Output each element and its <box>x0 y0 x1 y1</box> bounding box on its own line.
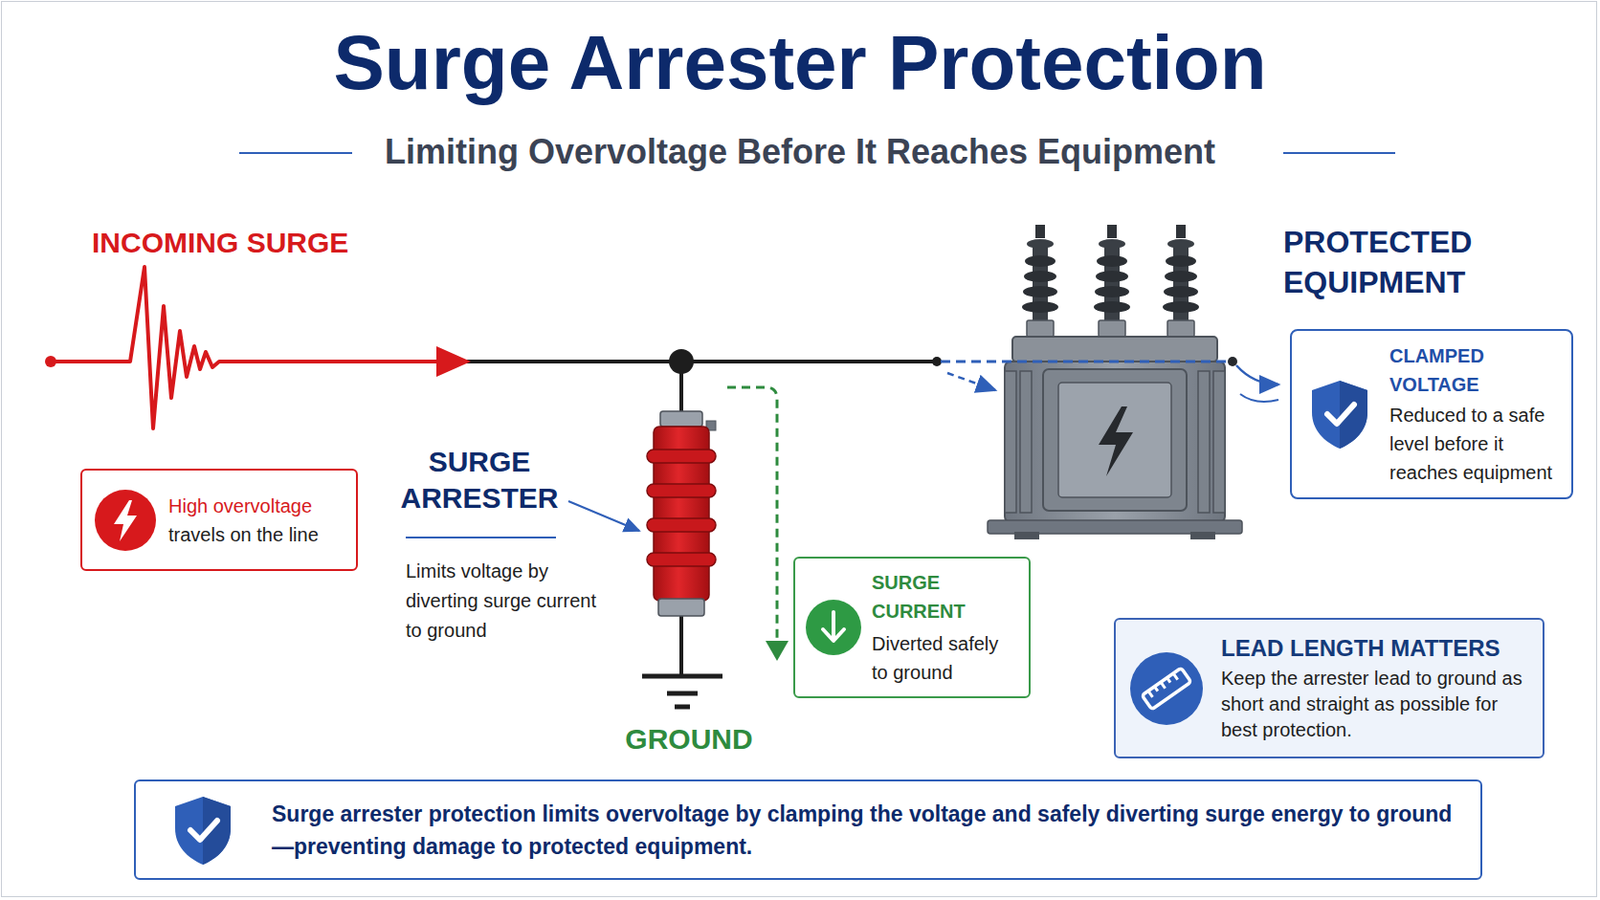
equipment-label: PROTECTED EQUIPMENT <box>1283 222 1523 303</box>
box-heading: CLAMPED VOLTAGE <box>1389 341 1562 400</box>
surge-current-box: SURGE CURRENTDiverted safely to ground <box>793 556 1031 699</box>
subtitle: Limiting Overvoltage Before It Reaches E… <box>0 131 1600 174</box>
summary-box: Surge arrester protection limits overvol… <box>133 779 1483 881</box>
down-icon <box>804 599 863 657</box>
shield-icon <box>170 794 236 867</box>
box-heading: High overvoltage <box>168 491 347 521</box>
arrester-note: Limits voltage by diverting surge curren… <box>405 556 598 646</box>
shield-icon <box>1307 377 1373 451</box>
ruler-icon <box>1129 651 1204 727</box>
label-underline <box>405 536 556 539</box>
box-text: Diverted safely to ground <box>871 629 1020 688</box>
box-text: travels on the line <box>168 520 347 550</box>
box-heading: LEAD LENGTH MATTERS <box>1221 633 1532 665</box>
box-text: Surge arrester protection limits overvol… <box>271 798 1462 864</box>
surge-label: INCOMING SURGE <box>91 225 349 261</box>
box-text: Reduced to a safe level before it reache… <box>1389 400 1562 488</box>
title: Surge Arrester Protection <box>0 17 1600 110</box>
lead-length-box: LEAD LENGTH MATTERSKeep the arrester lea… <box>1113 618 1545 759</box>
box-text: Keep the arrester lead to ground as shor… <box>1221 666 1532 744</box>
overvoltage-box: High overvoltagetravels on the line <box>80 468 358 572</box>
bolt-icon <box>93 488 157 553</box>
box-heading: SURGE CURRENT <box>871 568 1020 626</box>
ground-label: GROUND <box>612 722 766 757</box>
clamped-voltage-box: CLAMPED VOLTAGEReduced to a safe level b… <box>1289 329 1574 500</box>
arrester-label: SURGE ARRESTER <box>388 444 571 517</box>
